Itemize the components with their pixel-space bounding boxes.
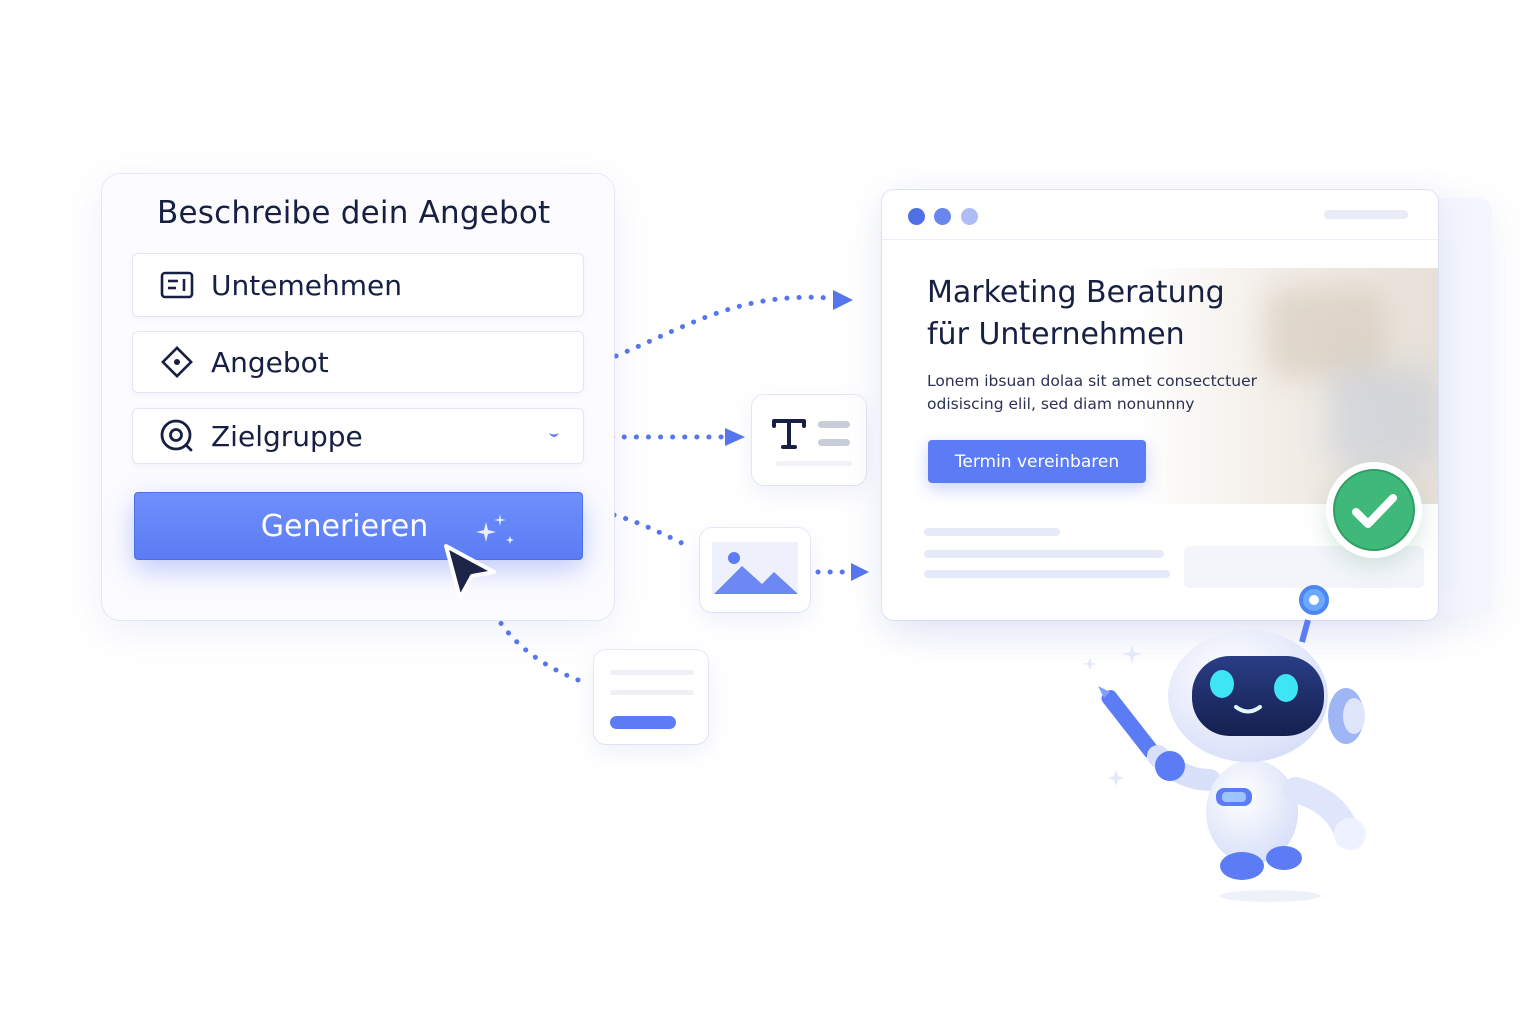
company-field[interactable]: Untemehmen <box>132 253 584 317</box>
generate-button[interactable]: Generieren <box>134 492 583 560</box>
hero-description: Lonem ibsuan dolaa sit amet consectctuer… <box>927 370 1287 416</box>
arrowhead-text-card <box>725 428 745 446</box>
placeholder-line <box>924 550 1164 558</box>
form-title: Beschreibe dein Angebot <box>157 195 551 231</box>
offer-field-label: Angebot <box>211 345 329 379</box>
browser-toolbar <box>882 190 1438 240</box>
image-icon <box>712 542 798 594</box>
mouse-pointer-icon <box>444 544 496 600</box>
robot-mascot <box>1083 585 1366 902</box>
text-format-icon <box>772 419 806 449</box>
window-dot-1 <box>908 208 925 225</box>
hero-description-line-2: odisiscing elil, sed diam nonunnny <box>927 395 1195 413</box>
window-dot-2 <box>934 208 951 225</box>
window-dot-3 <box>961 208 978 225</box>
address-bar-placeholder <box>1324 210 1408 219</box>
audience-select-label: Zielgruppe <box>211 419 363 453</box>
offer-field[interactable]: Angebot <box>132 331 584 393</box>
generate-button-label: Generieren <box>260 508 429 544</box>
arrowhead-image-preview <box>851 563 869 581</box>
content-block-card <box>594 650 708 744</box>
image-block-card <box>700 528 810 612</box>
hero-headline-line-2: für Unternehmen <box>927 317 1185 352</box>
hero-description-line-1: Lonem ibsuan dolaa sit amet consectctuer <box>927 372 1257 390</box>
placeholder-line <box>924 528 1060 536</box>
chevron-down-icon[interactable] <box>547 429 561 443</box>
company-card-icon <box>157 265 197 305</box>
company-field-label: Untemehmen <box>211 268 402 302</box>
success-check-badge <box>1326 462 1422 558</box>
cta-button-label: Termin vereinbaren <box>954 451 1120 472</box>
hero-headline: Marketing Beratung für Unternehmen <box>927 272 1287 356</box>
landing-page-preview <box>882 190 1438 620</box>
connector-to-image-card <box>611 512 691 549</box>
check-icon <box>1333 469 1415 551</box>
connector-to-preview <box>613 294 833 359</box>
text-block-card <box>752 395 866 485</box>
hero-headline-line-1: Marketing Beratung <box>927 275 1225 310</box>
placeholder-line <box>924 570 1170 578</box>
arrowhead-preview <box>833 290 853 310</box>
audience-select[interactable]: Zielgruppe <box>132 408 584 464</box>
diamond-tag-icon <box>157 342 197 382</box>
cta-button[interactable]: Termin vereinbaren <box>928 440 1146 483</box>
target-icon <box>157 416 197 456</box>
sparkle-icon <box>476 514 514 544</box>
